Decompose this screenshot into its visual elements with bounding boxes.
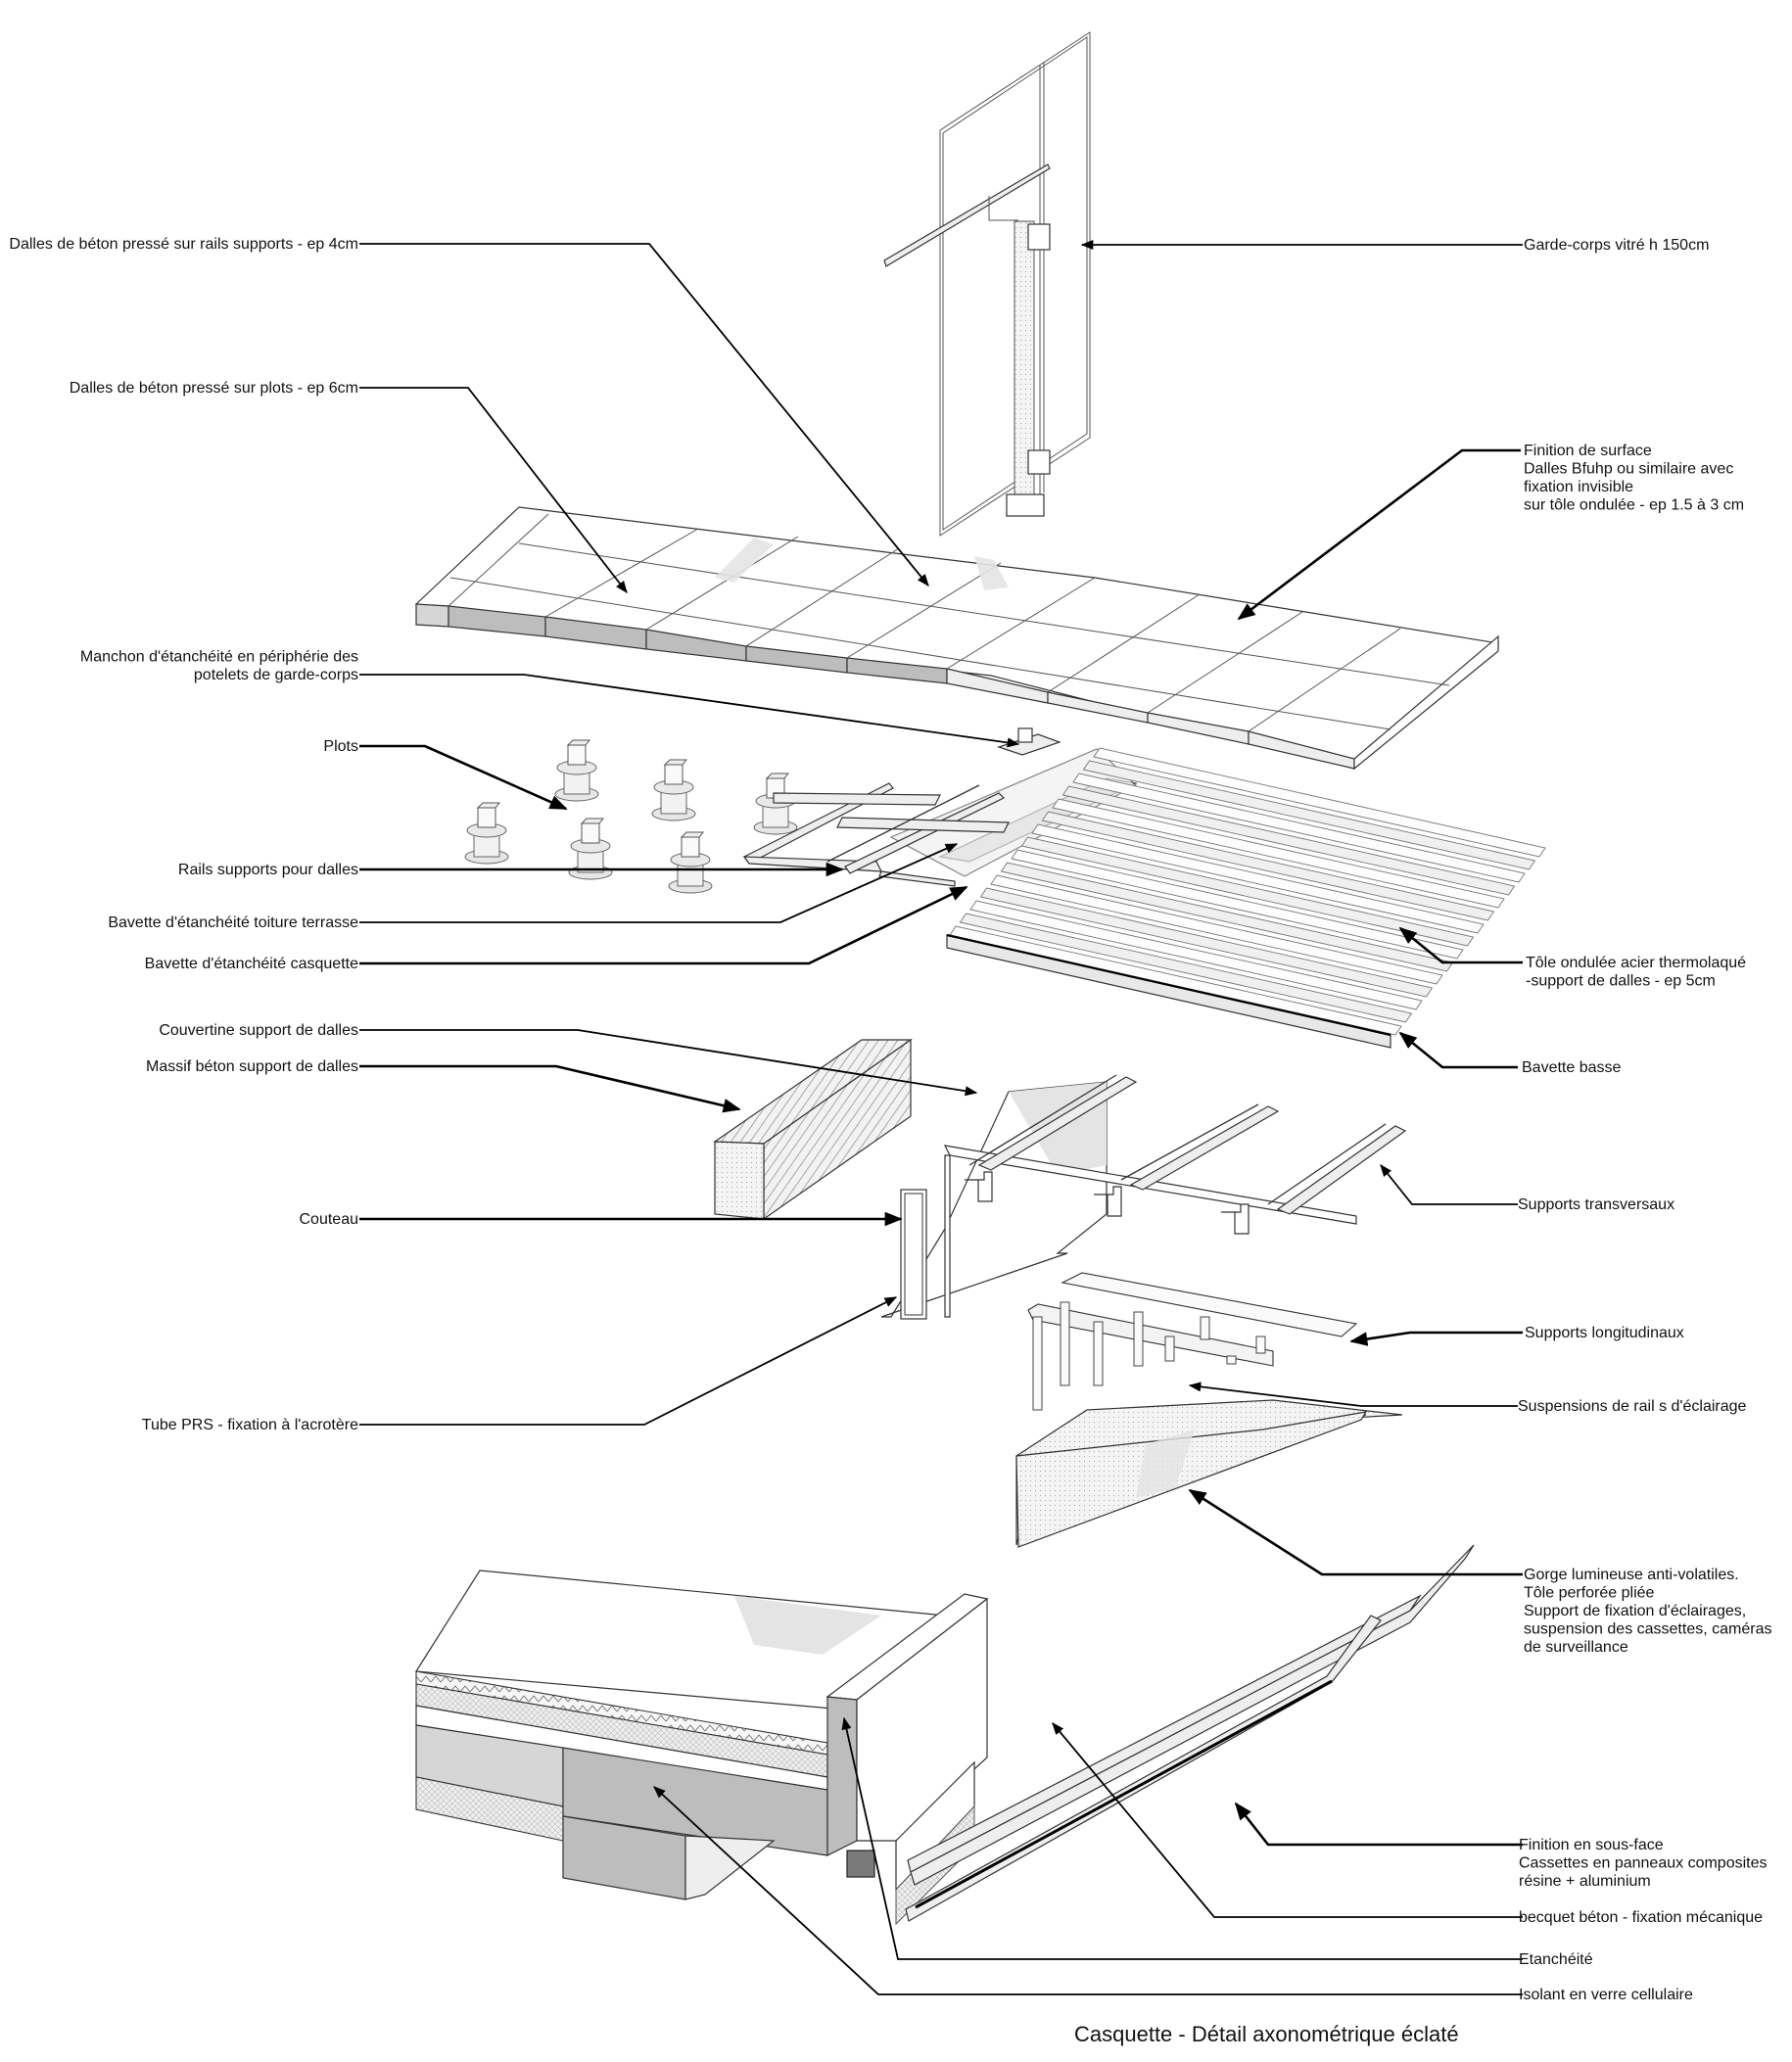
callout-label-manchon: potelets de garde-corps xyxy=(194,667,358,683)
callout-label-gorge-lumineuse: de surveillance xyxy=(1524,1639,1628,1656)
drawing-title: Casquette - Détail axonométrique éclaté xyxy=(1074,2022,1459,2046)
corrugation-rib xyxy=(1041,811,1495,921)
light-rail-suspension xyxy=(1133,1311,1144,1367)
callout-label-supports-transversaux: Supports transversaux xyxy=(1518,1196,1674,1213)
labels-left: Dalles de béton pressé sur rails support… xyxy=(9,236,358,1433)
callout-label-gorge-lumineuse: Tôle perforée pliée xyxy=(1524,1585,1655,1602)
callout-label-garde-corps: Garde-corps vitré h 150cm xyxy=(1524,237,1709,254)
pedestal xyxy=(651,759,696,821)
callout-label-suspensions: Suspensions de rail s d'éclairage xyxy=(1518,1398,1747,1415)
pedestal xyxy=(464,802,509,865)
callout-label-massif-beton: Massif béton support de dalles xyxy=(146,1058,358,1075)
blade-and-transverse-supports xyxy=(880,1074,1407,1320)
callout-label-tole-ondulee: -support de dalles - ep 5cm xyxy=(1526,973,1716,990)
light-rail-suspension xyxy=(1200,1316,1210,1340)
callout-label-bavette-toiture: Bavette d'étanchéité toiture terrasse xyxy=(108,914,358,931)
corrugation-rib xyxy=(1082,760,1536,870)
callout-label-gorge-lumineuse: Support de fixation d'éclairages, xyxy=(1524,1603,1746,1619)
callout-label-finition-sous-face: Cassettes en panneaux composites xyxy=(1519,1855,1767,1872)
callout-label-finition-surface: fixation invisible xyxy=(1524,479,1633,495)
pedestal xyxy=(554,739,599,802)
callout-label-dalles-plots: Dalles de béton pressé sur plots - ep 6c… xyxy=(70,380,358,397)
pedestal xyxy=(753,773,798,835)
corrugation-rib xyxy=(979,887,1434,998)
callout-label-finition-sous-face: Finition en sous-face xyxy=(1519,1837,1664,1853)
light-rail-suspension xyxy=(1093,1321,1104,1386)
corrugation-rib xyxy=(1011,849,1464,960)
callout-label-rails-supports: Rails supports pour dalles xyxy=(178,862,358,878)
callout-label-bavette-basse: Bavette basse xyxy=(1522,1059,1622,1076)
corrugated-sheet xyxy=(946,747,1546,1049)
callout-label-etancheite: Etanchéité xyxy=(1519,1951,1593,1968)
light-rail-suspension xyxy=(1255,1336,1266,1354)
corrugation-rib xyxy=(1072,773,1526,883)
corrugation-rib xyxy=(1020,836,1475,947)
corrugation-rib xyxy=(959,913,1413,1023)
callout-label-dalles-rails: Dalles de béton pressé sur rails support… xyxy=(9,236,358,253)
canopy-assembly xyxy=(414,1544,1475,1926)
callout-label-isolant: Isolant en verre cellulaire xyxy=(1519,1987,1693,2003)
corrugation-rib xyxy=(969,900,1423,1010)
callout-label-gorge-lumineuse: Gorge lumineuse anti-volatiles. xyxy=(1524,1567,1739,1583)
light-rail-suspension xyxy=(1060,1301,1070,1386)
light-rail-suspension xyxy=(1032,1316,1043,1411)
pedestal xyxy=(668,831,713,894)
callout-label-plots: Plots xyxy=(323,738,358,755)
longitudinal-supports-and-suspensions xyxy=(1027,1272,1358,1411)
corrugation-rib xyxy=(1061,785,1516,896)
callout-label-finition-surface: Dalles Bfuhp ou similaire avec xyxy=(1524,461,1733,478)
light-rail-suspension xyxy=(1164,1336,1175,1362)
pedestals xyxy=(464,739,798,894)
callout-label-tole-ondulee: Tôle ondulée acier thermolaqué xyxy=(1526,955,1746,971)
callout-label-finition-surface: sur tôle ondulée - ep 1.5 à 3 cm xyxy=(1524,497,1744,514)
callout-label-bavette-casquette: Bavette d'étanchéité casquette xyxy=(145,956,358,972)
sealing-sleeve xyxy=(997,727,1061,756)
callout-label-manchon: Manchon d'étanchéité en périphérie des xyxy=(80,649,358,666)
callout-label-couteau: Couteau xyxy=(300,1211,359,1228)
callout-label-finition-surface: Finition de surface xyxy=(1524,443,1652,459)
corrugation-rib xyxy=(1093,747,1546,858)
light-cove xyxy=(1015,1399,1403,1548)
light-rail-suspension xyxy=(1226,1355,1237,1365)
leader-lines xyxy=(359,239,1523,1995)
glass-guardrail xyxy=(883,31,1091,537)
callout-label-couvertine: Couvertine support de dalles xyxy=(159,1022,358,1039)
corrugation-rib xyxy=(1052,798,1505,909)
callout-label-gorge-lumineuse: suspension des cassettes, caméras xyxy=(1524,1621,1771,1638)
paving-slabs xyxy=(414,506,1500,771)
callout-label-becquet: becquet béton - fixation mécanique xyxy=(1519,1909,1763,1926)
callout-label-finition-sous-face: résine + aluminium xyxy=(1519,1873,1651,1890)
callout-label-supports-longitudinaux: Supports longitudinaux xyxy=(1525,1325,1684,1341)
corrugation-rib xyxy=(1031,823,1485,934)
callout-label-tube-prs: Tube PRS - fixation à l'acrotère xyxy=(142,1417,358,1433)
corrugation-rib xyxy=(990,874,1443,985)
